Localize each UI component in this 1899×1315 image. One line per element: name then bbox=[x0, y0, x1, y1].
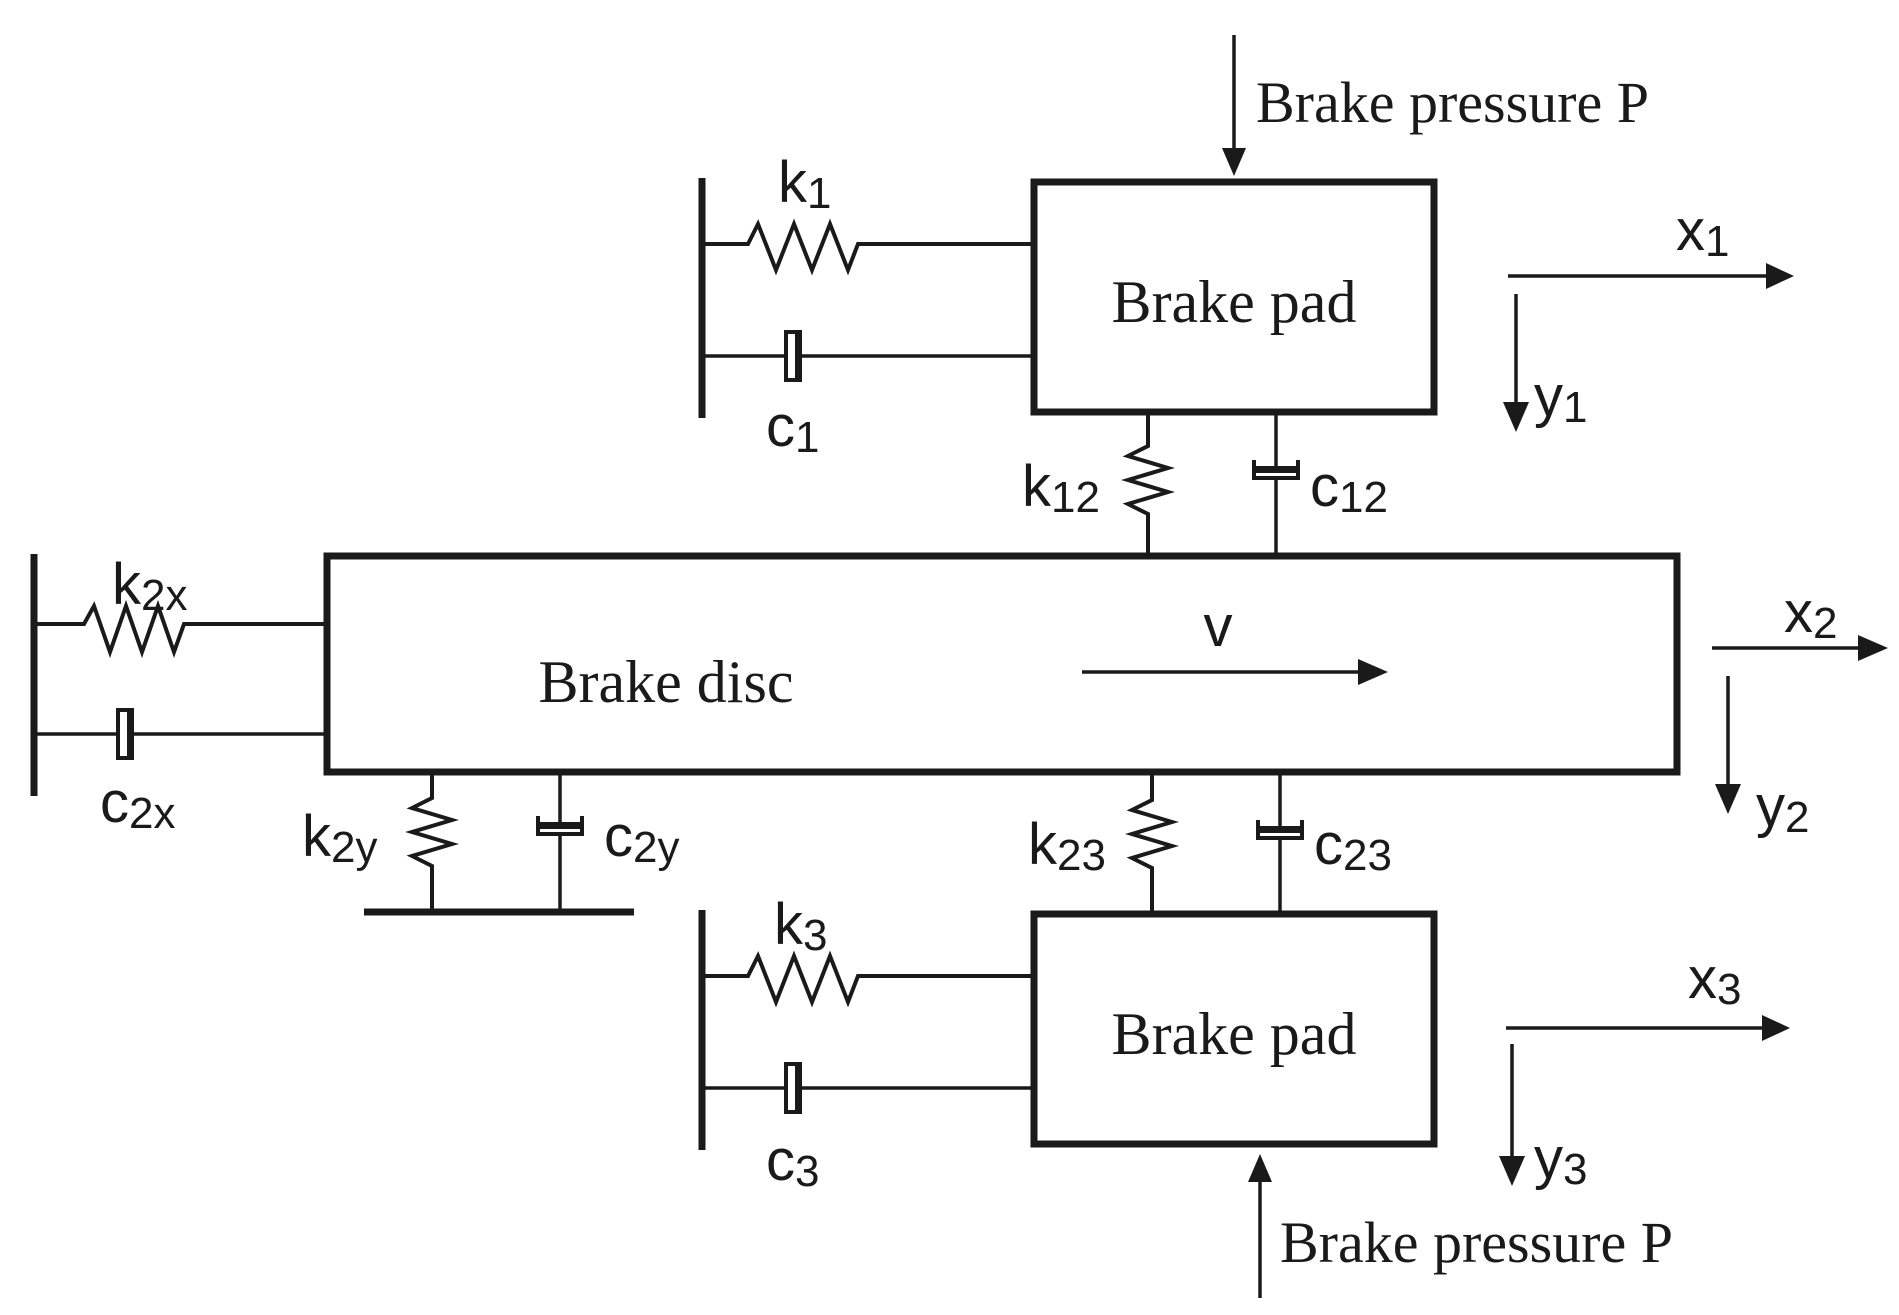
x3-label: x3 bbox=[1688, 946, 1741, 1014]
brake-disc-label: Brake disc bbox=[539, 649, 794, 715]
x2-label: x2 bbox=[1784, 580, 1837, 648]
c23-label: c23 bbox=[1314, 812, 1392, 880]
k2x-spring bbox=[34, 599, 327, 659]
brake-pressure-top-label: Brake pressure P bbox=[1256, 70, 1649, 135]
velocity-label: v bbox=[1204, 594, 1233, 659]
brake-pad-bottom-label: Brake pad bbox=[1112, 1001, 1357, 1067]
brake-pad-top bbox=[1030, 178, 1438, 416]
c2y-damper bbox=[536, 772, 584, 910]
y2-arrow bbox=[1715, 676, 1741, 814]
c3-damper bbox=[702, 1062, 1034, 1114]
x2-arrow bbox=[1712, 635, 1888, 661]
c12-label: c12 bbox=[1310, 454, 1388, 522]
k23-label: k23 bbox=[1028, 812, 1106, 880]
c2y-label: c2y bbox=[604, 804, 679, 872]
y3-arrow bbox=[1499, 1044, 1525, 1186]
y3-label: y3 bbox=[1534, 1126, 1587, 1194]
brake-pad-bottom bbox=[1030, 910, 1438, 1148]
brake-pad-top-label: Brake pad bbox=[1112, 269, 1357, 335]
k1-label: k1 bbox=[778, 150, 831, 218]
y1-label: y1 bbox=[1534, 364, 1587, 432]
k2y-label: k2y bbox=[302, 804, 377, 872]
k12-spring bbox=[1121, 412, 1175, 556]
brake-disc bbox=[323, 552, 1681, 776]
y2-label: y2 bbox=[1756, 774, 1809, 842]
k2x-label: k2x bbox=[112, 552, 187, 620]
c2x-label: c2x bbox=[100, 770, 175, 838]
c23-damper bbox=[1256, 772, 1304, 912]
x3-arrow bbox=[1506, 1015, 1790, 1041]
brake-pressure-bottom-label: Brake pressure P bbox=[1280, 1210, 1673, 1275]
k1-spring bbox=[702, 218, 1034, 276]
brake-pressure-top-arrow bbox=[1222, 35, 1246, 176]
k23-spring bbox=[1125, 772, 1179, 912]
brake-pressure-bottom-arrow bbox=[1248, 1154, 1272, 1298]
c3-label: c3 bbox=[766, 1128, 819, 1196]
velocity-arrow bbox=[1082, 659, 1388, 685]
c12-damper bbox=[1252, 412, 1300, 556]
k12-label: k12 bbox=[1022, 454, 1100, 522]
k3-spring bbox=[702, 950, 1034, 1008]
y1-arrow bbox=[1503, 294, 1529, 432]
x1-label: x1 bbox=[1676, 198, 1729, 266]
k2y-spring bbox=[405, 772, 459, 910]
c1-label: c1 bbox=[766, 394, 819, 462]
x1-arrow bbox=[1508, 263, 1794, 289]
k3-label: k3 bbox=[774, 892, 827, 960]
c2x-damper bbox=[34, 708, 327, 760]
c1-damper bbox=[702, 330, 1034, 382]
